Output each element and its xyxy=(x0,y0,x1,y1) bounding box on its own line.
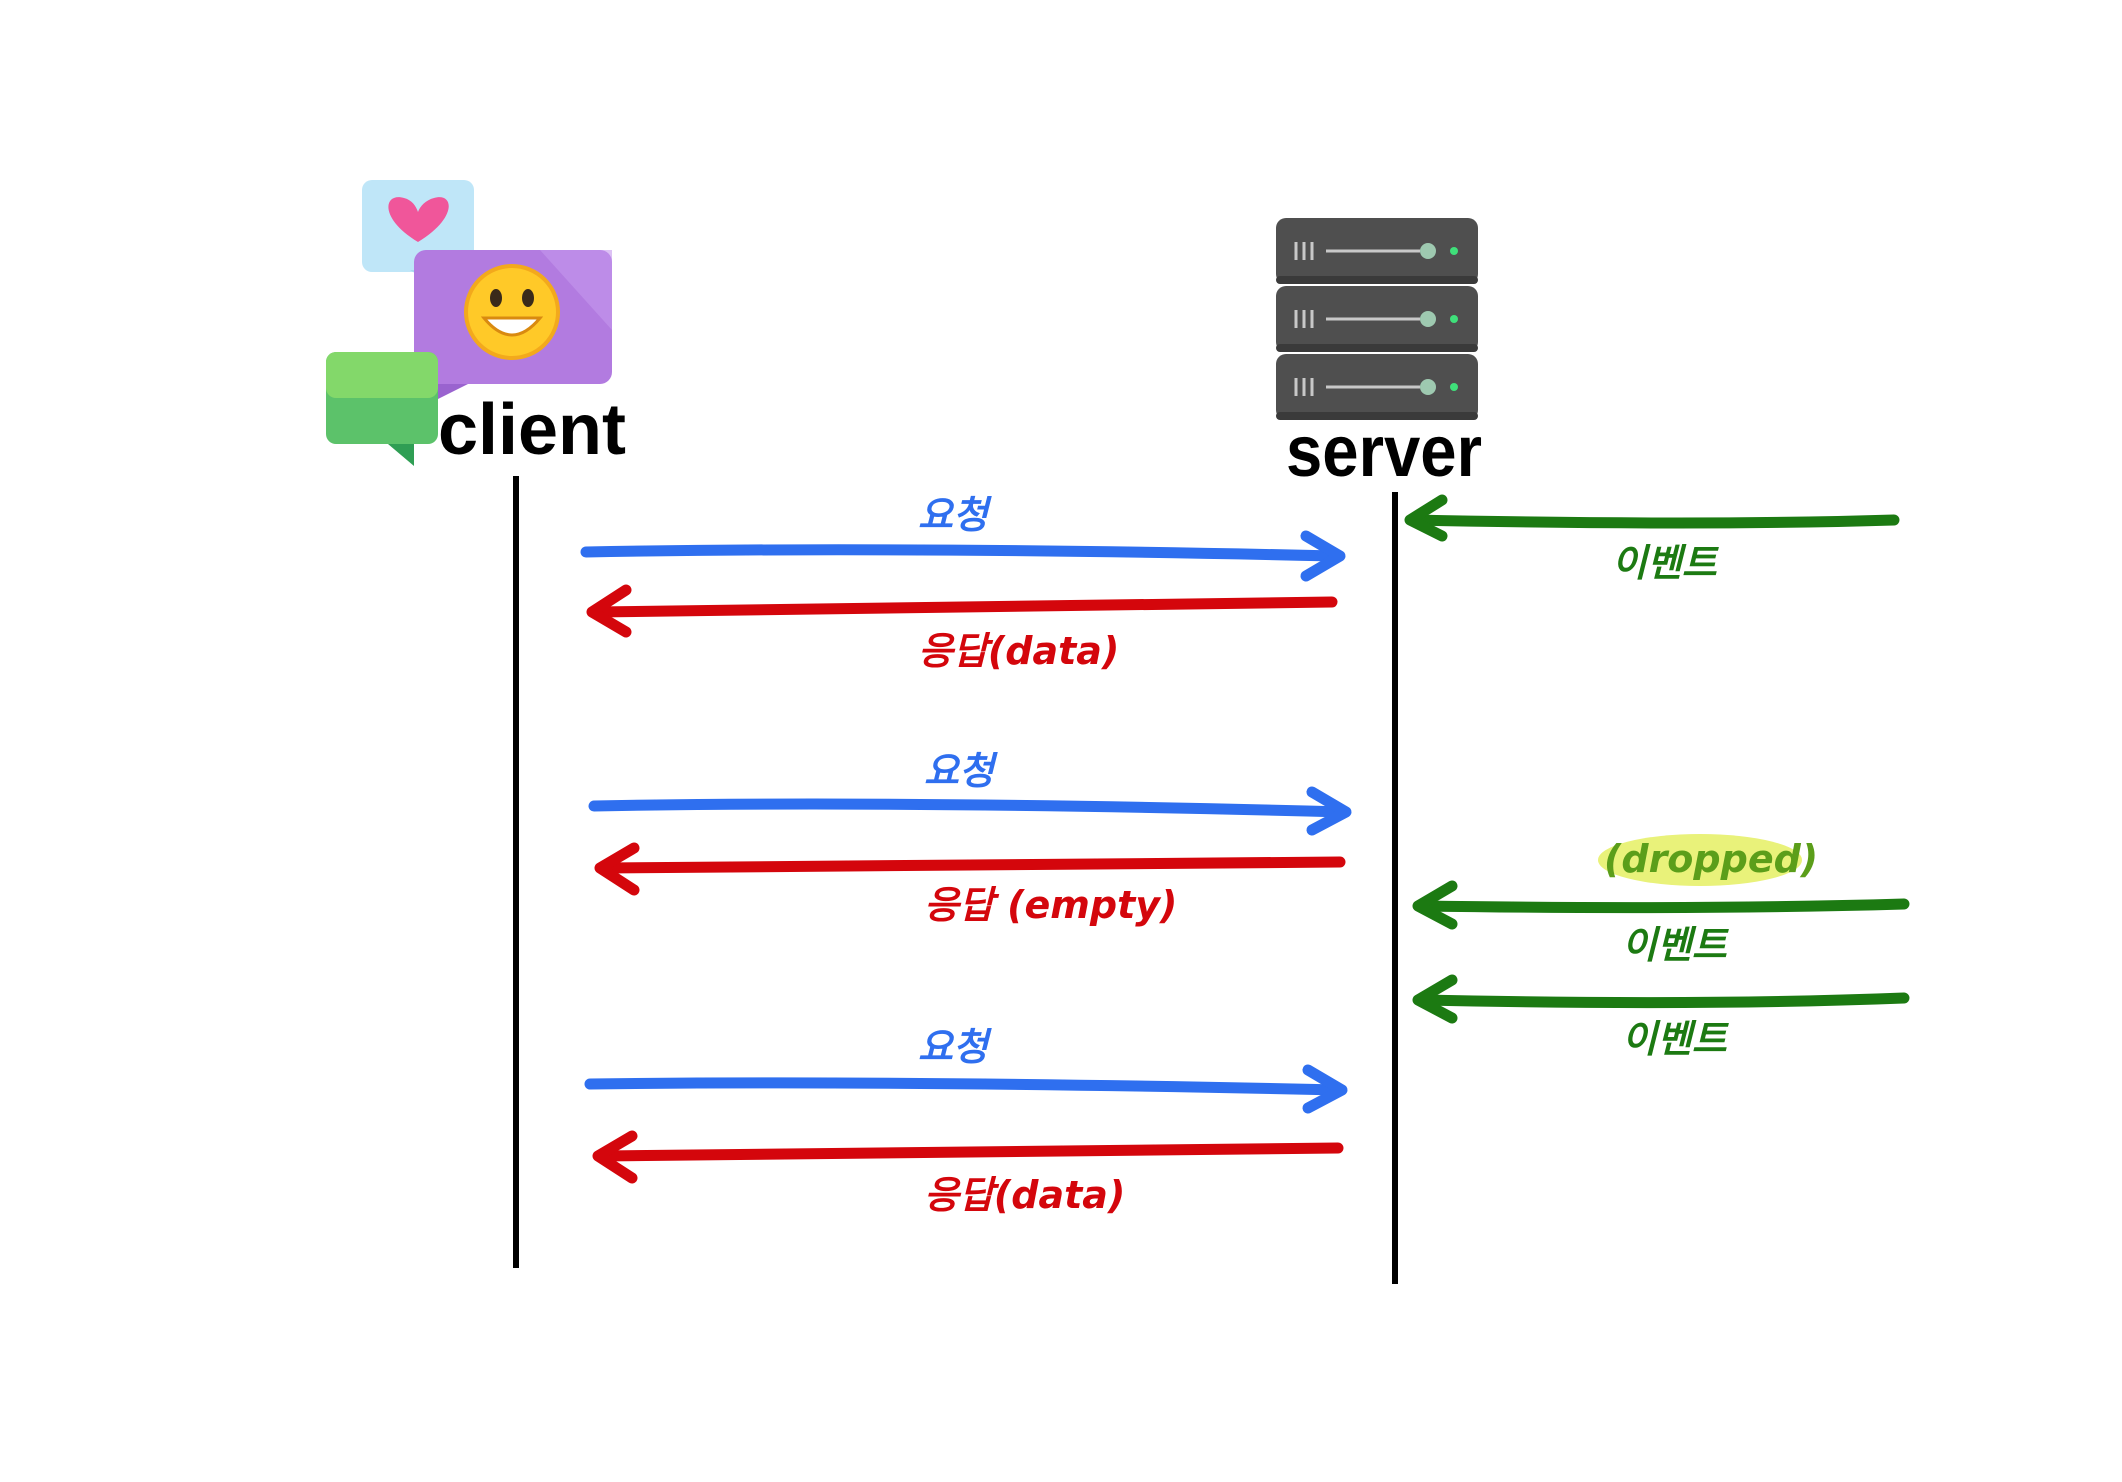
event-2-arrow xyxy=(1412,880,1910,930)
event-3-arrow xyxy=(1412,974,1910,1024)
server-rack-icon xyxy=(1276,218,1478,420)
client-label: client xyxy=(438,390,626,470)
response-2-label: 응답 (empty) xyxy=(924,883,1177,927)
request-2-arrow xyxy=(588,786,1352,836)
server-label: server xyxy=(1286,412,1482,492)
dropped-highlight xyxy=(1598,834,1802,886)
response-1-label: 응답(data) xyxy=(918,629,1119,673)
response-3-arrow xyxy=(592,1130,1344,1184)
request-3-arrow xyxy=(584,1064,1348,1114)
response-1-arrow xyxy=(586,584,1338,638)
request-1-label: 요청 xyxy=(918,493,992,537)
response-3-label: 응답(data) xyxy=(924,1173,1125,1217)
event-2-label: 이벤트 xyxy=(1622,923,1730,967)
chat-bubbles-icon xyxy=(326,180,612,466)
event-1-label: 이벤트 xyxy=(1612,541,1720,585)
request-2-label: 요청 xyxy=(924,749,998,793)
event-1-arrow xyxy=(1404,494,1900,542)
dropped-note-label: (dropped) xyxy=(1604,837,1818,881)
request-3-label: 요청 xyxy=(918,1025,992,1069)
request-1-arrow xyxy=(580,530,1346,582)
response-2-arrow xyxy=(594,842,1346,896)
event-3-label: 이벤트 xyxy=(1622,1017,1730,1061)
